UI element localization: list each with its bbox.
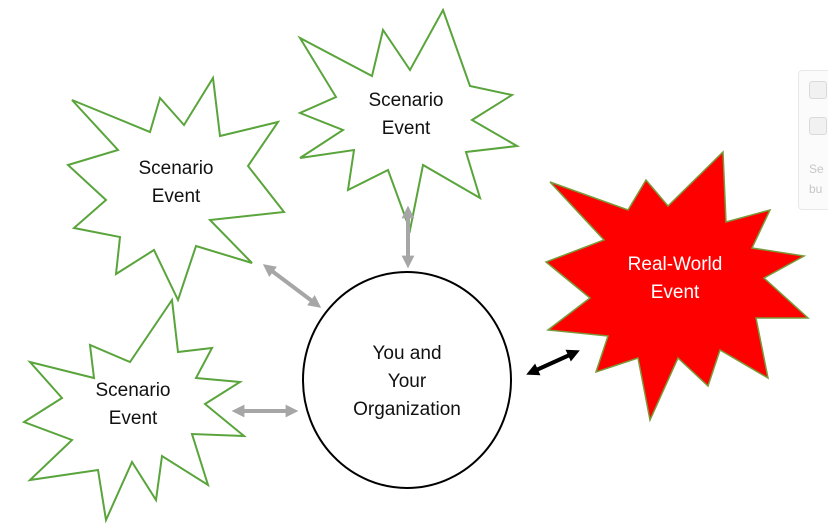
panel-text-line1: Se bbox=[809, 162, 824, 176]
center-line1: You and bbox=[372, 343, 441, 364]
connector-arrow-left bbox=[262, 264, 322, 308]
real-world-line1: Real-World bbox=[628, 254, 723, 275]
scenario-top-line1: Scenario bbox=[369, 90, 444, 111]
scenario-left-line2: Event bbox=[152, 186, 201, 207]
scenario-top-line2: Event bbox=[382, 118, 431, 139]
side-panel: Se bu bbox=[798, 70, 828, 210]
scenario-event-bottom: Scenario Event bbox=[21, 297, 247, 524]
scenario-event-left: Scenario Event bbox=[66, 75, 286, 303]
burst-shape bbox=[544, 150, 810, 423]
panel-text: Se bu bbox=[809, 159, 824, 199]
scenario-bottom-line2: Event bbox=[109, 408, 158, 429]
panel-text-line2: bu bbox=[809, 182, 823, 196]
you-and-your-organization: You and Your Organization bbox=[302, 271, 512, 489]
burst-shape bbox=[21, 297, 247, 524]
real-world-event: Real-World Event bbox=[544, 150, 810, 423]
burst-shape bbox=[297, 7, 521, 234]
panel-designer-icon[interactable] bbox=[809, 117, 827, 135]
panel-idea-icon[interactable] bbox=[809, 81, 827, 99]
scenario-left-line1: Scenario bbox=[139, 158, 214, 179]
real-world-line2: Event bbox=[651, 282, 700, 303]
burst-shape bbox=[66, 75, 286, 303]
connector-arrow-real-world bbox=[526, 349, 580, 376]
center-circle bbox=[302, 271, 512, 489]
center-line2: Your bbox=[388, 371, 427, 392]
scenario-bottom-line1: Scenario bbox=[96, 380, 171, 401]
center-line3: Organization bbox=[353, 399, 461, 420]
scenario-event-top: Scenario Event bbox=[297, 7, 521, 234]
